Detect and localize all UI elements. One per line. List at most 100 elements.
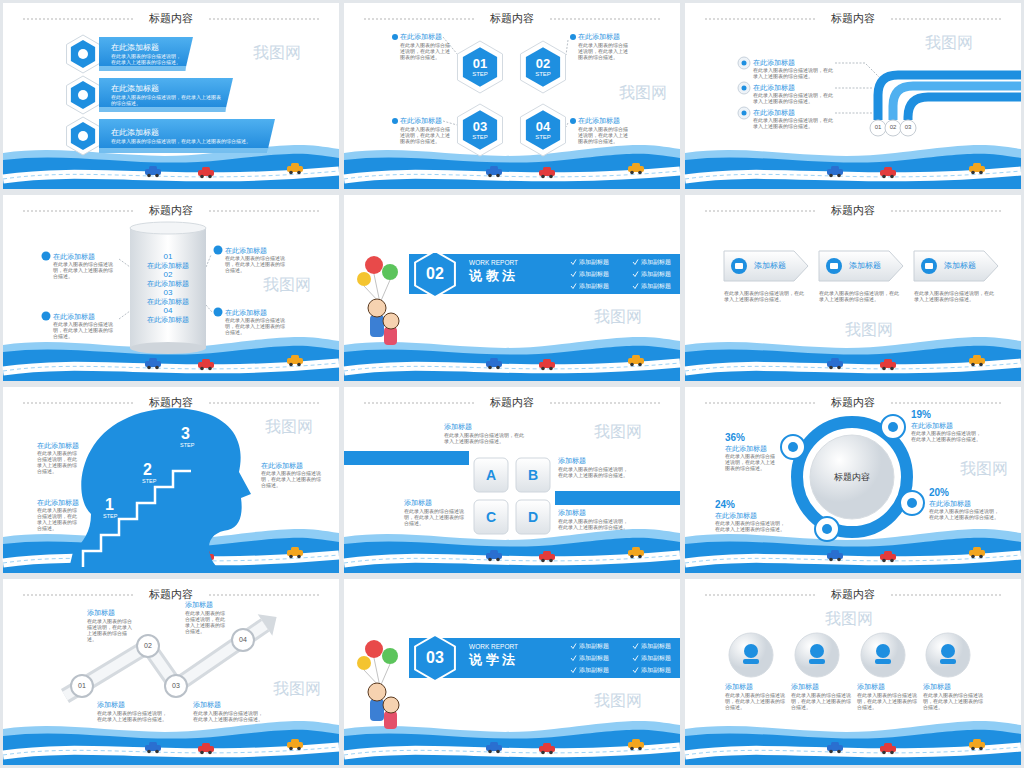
node-text: 02 bbox=[164, 270, 173, 280]
decor-circle bbox=[289, 747, 293, 751]
text-holder: 添加标题 bbox=[724, 251, 808, 281]
decor-circle bbox=[541, 751, 545, 755]
decor-circle bbox=[638, 171, 642, 175]
node-text: 02 bbox=[144, 642, 152, 650]
node-outline bbox=[685, 3, 1021, 189]
decor-circle bbox=[882, 751, 886, 755]
leader-line bbox=[119, 311, 130, 319]
decor-rect bbox=[884, 551, 892, 555]
small-icon bbox=[941, 644, 955, 658]
node-text: 在此添加标题 bbox=[147, 316, 189, 324]
decor-circle bbox=[882, 367, 886, 371]
item-title: 在此添加标题 bbox=[911, 422, 981, 430]
decor-rect bbox=[543, 743, 551, 747]
decor-circle bbox=[289, 171, 293, 175]
decor-path bbox=[99, 78, 233, 112]
decor-ellipse bbox=[130, 342, 206, 354]
item-title: 添加标题 bbox=[444, 423, 524, 431]
wave bbox=[3, 154, 339, 189]
balloon-string bbox=[380, 280, 390, 303]
node-text: WORK REPORT bbox=[469, 259, 518, 267]
decor-circle bbox=[488, 558, 492, 562]
label-box: 在此录入图表的综合描述说明，在此录入上述图表的综合描述。 bbox=[261, 470, 321, 488]
node-text: 在此录入图表的综合描述说明，在此录入上述图表的综合描述。 bbox=[111, 138, 251, 144]
car bbox=[145, 742, 161, 753]
text-holder: 01 bbox=[70, 674, 94, 698]
car bbox=[198, 743, 214, 754]
decor-circle bbox=[541, 559, 545, 563]
check-mark bbox=[633, 272, 638, 277]
decor-circle bbox=[549, 751, 553, 755]
item-title: 在此添加标题 bbox=[725, 445, 777, 453]
car bbox=[880, 551, 896, 562]
car bbox=[827, 358, 843, 369]
decor-circle bbox=[200, 175, 204, 179]
label-box: 在此录入图表的综合描述说明，在此录入上述图表的综合描述。 bbox=[791, 692, 851, 710]
balloon bbox=[357, 272, 371, 286]
wave bbox=[685, 730, 1021, 765]
icon-circle bbox=[815, 517, 839, 541]
decor-circle bbox=[882, 175, 886, 179]
item-title: 在此添加标题 bbox=[37, 442, 77, 450]
road-mark bbox=[3, 363, 339, 371]
title-rule bbox=[891, 211, 1001, 212]
leader-line bbox=[566, 123, 568, 127]
decor-path bbox=[68, 408, 251, 573]
letter-square: A bbox=[473, 457, 509, 493]
node-text: 03 bbox=[473, 119, 487, 135]
decor-circle bbox=[921, 258, 937, 274]
check-mark bbox=[571, 284, 576, 289]
node-text: 03 bbox=[426, 648, 444, 667]
icon-circle bbox=[900, 491, 924, 515]
description-text: 在此录入图表的综合描述说明，在此录入上述图表的综合描述。 bbox=[725, 453, 777, 471]
item-title: 在此添加标题 bbox=[578, 33, 632, 41]
title-rule bbox=[705, 595, 815, 596]
label-box: 添加标题 bbox=[87, 609, 133, 617]
node-text: STEP bbox=[103, 513, 117, 520]
text-holder: 03 bbox=[164, 674, 188, 698]
text-holder: 01 bbox=[870, 120, 886, 136]
label-box: 在此录入图表的综合描述说明，在此录入上述图表的综合描述。 bbox=[725, 692, 785, 710]
node-text: A bbox=[486, 467, 496, 484]
check-mark bbox=[633, 656, 638, 661]
node-text: 添加标题 bbox=[754, 261, 786, 271]
sphere-glyph bbox=[875, 659, 891, 664]
decor-rect bbox=[99, 66, 186, 71]
child-body bbox=[384, 711, 397, 729]
label-box: 在此添加标题 bbox=[261, 462, 321, 470]
step-hexagon: 02STEP bbox=[517, 41, 569, 93]
decor-rect bbox=[99, 107, 226, 112]
icon-circle bbox=[738, 82, 750, 94]
sphere-glyph bbox=[809, 659, 825, 664]
decor-rect bbox=[632, 163, 640, 167]
car bbox=[145, 166, 161, 177]
percent-value: 20% bbox=[929, 487, 949, 499]
title-band: 在此添加标题在此录入图表的综合描述说明，在此录入上述图表的综合描述。 bbox=[99, 37, 193, 71]
car bbox=[827, 550, 843, 561]
cylinder: 01在此添加标题02在此添加标题03在此添加标题04在此添加标题 bbox=[130, 222, 206, 354]
node-text: 标题内容 bbox=[831, 204, 875, 217]
wave bbox=[344, 730, 680, 765]
decor-circle bbox=[630, 747, 634, 751]
watermark: 我图网 bbox=[825, 609, 873, 628]
blue-band bbox=[344, 451, 469, 465]
decor-circle bbox=[826, 258, 842, 274]
label-box: 在此添加标题 bbox=[911, 422, 981, 430]
description-text: 在此录入图表的综合描述说明，在此录入上述图表的综合描述。 bbox=[753, 92, 833, 104]
decor-rect bbox=[632, 739, 640, 743]
decor-rect bbox=[543, 167, 551, 171]
text-holder: D bbox=[515, 499, 551, 535]
text-holder: 02STEP bbox=[517, 41, 569, 93]
small-icon bbox=[810, 644, 824, 658]
label-box: 添加标题 bbox=[791, 683, 851, 691]
decor-rect bbox=[149, 742, 157, 746]
text-holder: 标题内容 bbox=[685, 195, 1021, 381]
decor-path bbox=[520, 104, 565, 156]
watermark: 我图网 bbox=[265, 417, 313, 436]
decor-circle bbox=[496, 174, 500, 178]
label-box: 在此录入图表的综合描述说明，在此录入上述图表的综合描述。 bbox=[558, 466, 628, 478]
car bbox=[539, 551, 555, 562]
decor-rect bbox=[632, 355, 640, 359]
wave bbox=[3, 145, 339, 189]
title-band: 在此添加标题在此录入图表的综合描述说明，在此录入上述图表的综合描述。 bbox=[99, 78, 233, 112]
